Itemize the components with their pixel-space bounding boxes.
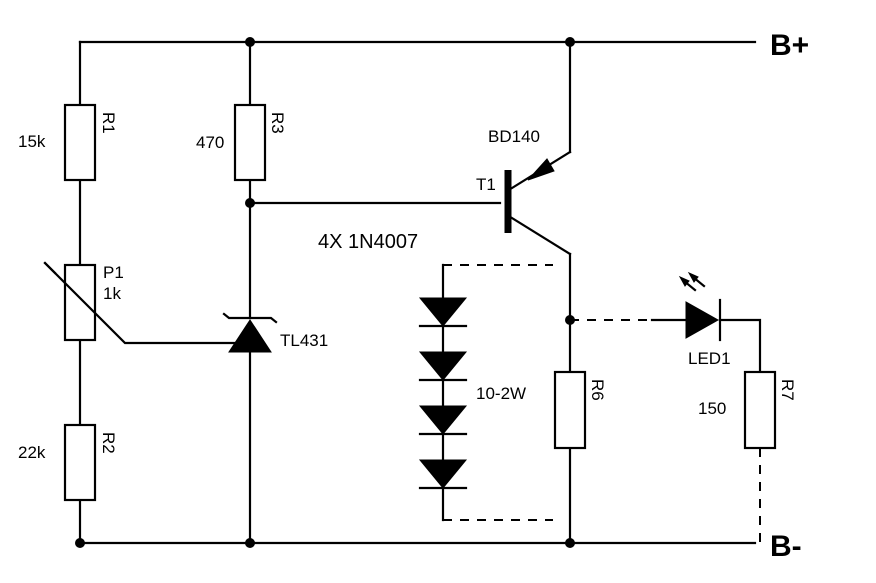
positive-rail-label: B+ bbox=[770, 29, 809, 62]
resistor-r6 bbox=[553, 370, 587, 450]
resistor-r3 bbox=[233, 103, 267, 182]
t1-part-label: BD140 bbox=[488, 127, 540, 146]
junction-dot bbox=[565, 37, 575, 47]
tl431-shunt-regulator bbox=[222, 312, 278, 353]
junction-dot bbox=[565, 538, 575, 548]
r3-ref-label: R3 bbox=[268, 112, 287, 134]
r6-value-label: 10-2W bbox=[476, 384, 526, 403]
potentiometer-p1 bbox=[43, 261, 249, 345]
r1-ref-label: R1 bbox=[99, 112, 118, 134]
led1-label: LED1 bbox=[688, 349, 731, 368]
p1-value-label: 1k bbox=[103, 284, 121, 303]
diodes-label: 4X 1N4007 bbox=[318, 231, 418, 253]
r6-ref-label: R6 bbox=[588, 379, 607, 401]
junction-dot bbox=[245, 37, 255, 47]
resistor-r2 bbox=[63, 423, 97, 502]
resistor-r1 bbox=[63, 103, 97, 182]
resistor-r7 bbox=[743, 370, 777, 450]
t1-ref-label: T1 bbox=[476, 175, 496, 194]
p1-ref-label: P1 bbox=[103, 263, 124, 282]
transistor-t1 bbox=[504, 40, 572, 374]
r3-value-label: 470 bbox=[196, 133, 224, 152]
diode-optional-links bbox=[443, 264, 553, 521]
r2-ref-label: R2 bbox=[99, 432, 118, 454]
junction-dot bbox=[565, 315, 575, 325]
r1-value-label: 15k bbox=[18, 132, 46, 151]
junction-dot bbox=[245, 538, 255, 548]
junction-dots bbox=[75, 37, 575, 548]
r7-value-label: 150 bbox=[698, 399, 726, 418]
led1 bbox=[650, 271, 762, 374]
r7-ref-label: R7 bbox=[778, 379, 797, 401]
junction-dot bbox=[75, 538, 85, 548]
junction-dot bbox=[245, 198, 255, 208]
negative-rail-label: B- bbox=[770, 530, 802, 563]
r3-branch-wires bbox=[248, 40, 502, 545]
diode-string bbox=[418, 263, 468, 522]
r2-value-label: 22k bbox=[18, 443, 46, 462]
tl431-label: TL431 bbox=[280, 331, 328, 350]
